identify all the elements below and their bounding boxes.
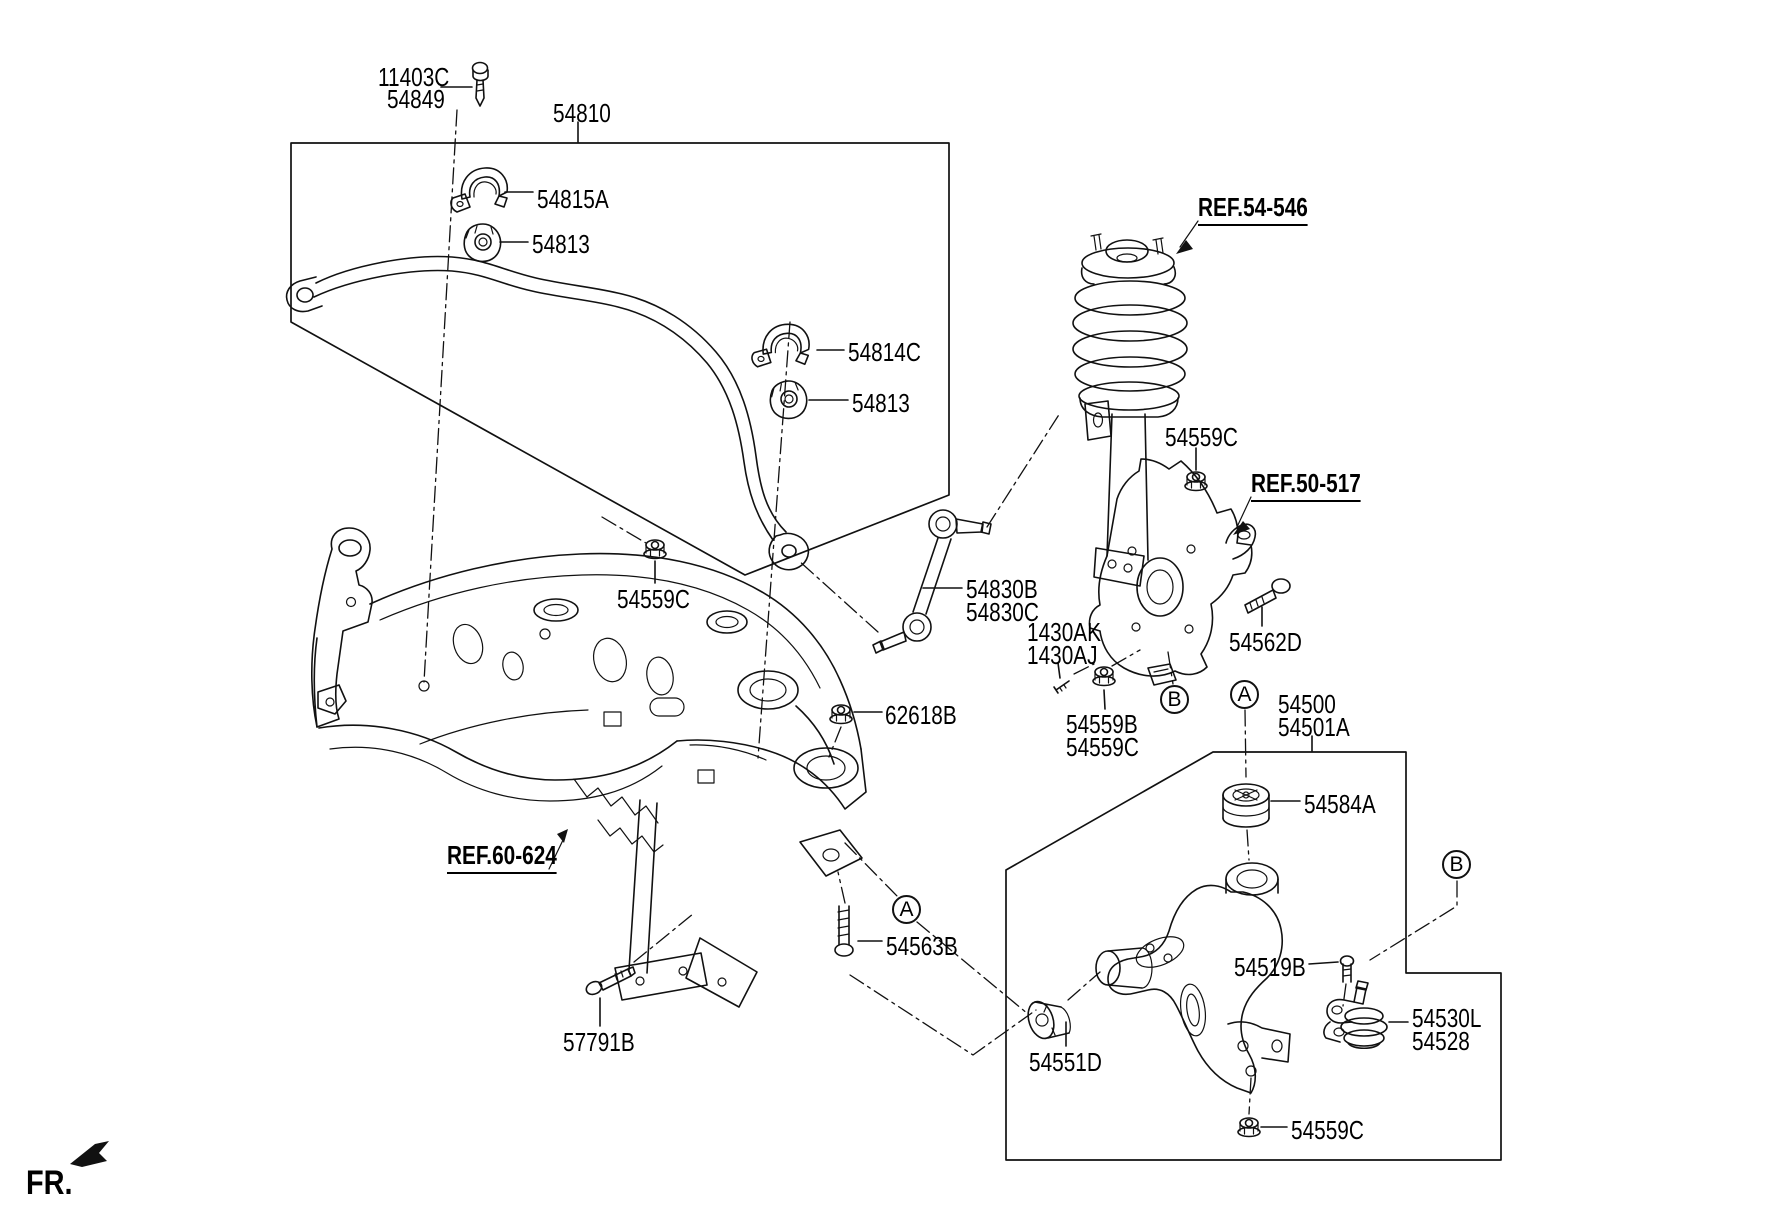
bolt-57791B [585,966,636,996]
part-label-62618B: 62618B [885,700,957,730]
part-label-54830C: 54830C [966,597,1039,627]
part-label-54501A: 54501A [1278,712,1350,742]
bushing-54813-upper [463,223,502,263]
callout-b-balljoint: B [1442,850,1471,879]
installation-lines [423,109,1458,1115]
clamp-54815A [450,167,509,213]
part-label-54813-lower: 54813 [852,388,910,418]
part-label-54814C: 54814C [848,337,921,367]
strut-assembly [1072,233,1188,561]
part-label-54584A: 54584A [1304,789,1376,819]
stabilizer-link [872,509,992,654]
fr-text: FR. [26,1164,73,1202]
part-label-1430AK: 1430AK [1027,617,1102,647]
part-label-54830B: 54830B [966,574,1038,604]
ball-joint [1323,980,1388,1050]
stabilizer-bar [285,255,810,571]
leader-lines [440,86,1409,1128]
ref-arrows [548,220,1252,870]
ref-label-ref-60-624: REF.60-624 [447,842,557,874]
bushing-54813-lower [767,378,810,422]
part-label-54559C-strut: 54559C [1165,422,1238,452]
nut-62618B [829,704,853,725]
assembly-box-54500 [1005,751,1502,1161]
ref-label-ref-54-546: REF.54-546 [1198,194,1308,226]
fr-arrow-icon [70,1141,109,1167]
part-label-11403C: 11403C [378,62,450,92]
part-label-54519B: 54519B [1234,952,1306,982]
callout-a-subframe: A [892,895,921,924]
part-label-1430AJ: 1430AJ [1027,640,1098,670]
part-label-54813-upper: 54813 [532,229,590,259]
ref-label-ref-50-517: REF.50-517 [1251,470,1361,502]
fr-direction-label: FR. [26,1164,73,1203]
pin-1430 [1053,680,1070,694]
bar-left-eye [285,276,323,313]
clamp-54814C [750,321,811,371]
part-label-54551D: 54551D [1029,1047,1102,1077]
crossmember [311,527,867,1008]
steering-knuckle [1088,458,1257,686]
assembly-box-54810 [290,142,950,576]
bushing-54584A [1222,783,1270,828]
callout-b-knuckle: B [1160,685,1189,714]
part-label-54500: 54500 [1278,689,1336,719]
part-label-54530L: 54530L [1412,1003,1482,1033]
bushing-54551D [1027,1000,1071,1040]
part-label-54562D: 54562D [1229,627,1302,657]
part-label-54849: 54849 [387,84,445,114]
part-label-54815A: 54815A [537,184,609,214]
bolt-54563B [834,905,854,957]
nut-54559C-bottom [1237,1117,1261,1138]
part-label-54559C-left: 54559C [617,584,690,614]
bolt-54849 [471,61,489,107]
part-label-57791B: 57791B [563,1027,635,1057]
bar-right-eye [768,532,810,571]
part-label-54559C-bottom: 54559C [1291,1115,1364,1145]
coil-spring [1072,280,1188,392]
callout-a-arm: A [1230,680,1259,709]
lower-control-arm [1095,862,1291,1094]
bolt-54562D [1244,578,1291,614]
part-label-54563B: 54563B [886,931,958,961]
part-label-54559B: 54559B [1066,709,1138,739]
bolt-54519B [1339,955,1355,983]
part-label-54559C-knuckle: 54559C [1066,732,1139,762]
part-label-54810: 54810 [553,98,611,128]
part-label-54528: 54528 [1412,1026,1470,1056]
